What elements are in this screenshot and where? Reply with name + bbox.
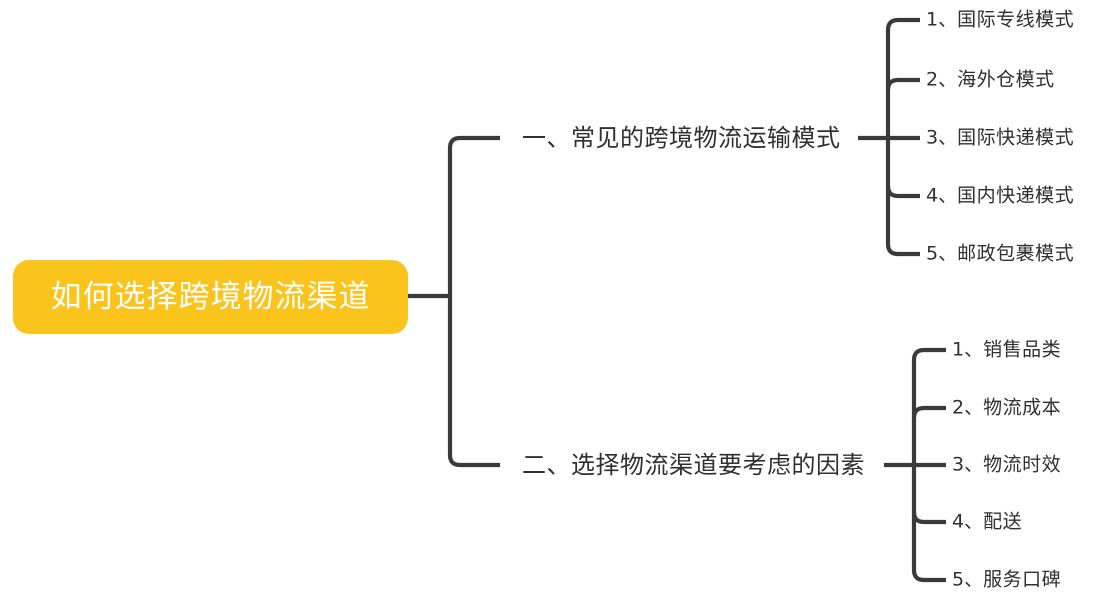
leaf-node-1-4-index: 4、	[926, 184, 958, 207]
branch-node-2[interactable]: 二、选择物流渠道要考虑的因素	[522, 453, 865, 477]
connector-root-to-branch-2	[447, 296, 500, 468]
leaf-node-2-5[interactable]: 5、服务口碑	[952, 568, 1062, 591]
leaf-node-1-3[interactable]: 3、国际快递模式	[926, 126, 1075, 149]
leaf-node-2-2[interactable]: 2、物流成本	[952, 396, 1062, 419]
leaf-node-1-2[interactable]: 2、海外仓模式	[926, 68, 1055, 91]
leaf-node-2-3-index: 3、	[952, 453, 984, 476]
connector-branch-1-child-4	[885, 185, 920, 199]
leaf-node-1-4[interactable]: 4、国内快递模式	[926, 184, 1075, 207]
leaf-node-2-4[interactable]: 4、配送	[952, 510, 1023, 533]
leaf-node-1-4-label: 国内快递模式	[957, 184, 1075, 207]
leaf-node-2-2-index: 2、	[952, 396, 984, 419]
connector-branch-2-child-5	[911, 465, 946, 583]
leaf-node-1-5-index: 5、	[926, 242, 958, 265]
leaf-node-2-3-label: 物流时效	[983, 453, 1062, 476]
connector-branch-1-child-2	[885, 77, 920, 91]
leaf-node-2-1-label: 销售品类	[983, 338, 1062, 361]
leaf-node-1-1[interactable]: 1、国际专线模式	[926, 8, 1075, 31]
leaf-node-2-1[interactable]: 1、销售品类	[952, 338, 1062, 361]
connector-root-to-branch-1	[447, 135, 500, 296]
connector-branch-2-child-1	[911, 347, 946, 465]
connector-branch-1-child-1	[885, 17, 920, 138]
leaf-node-2-2-label: 物流成本	[983, 396, 1062, 419]
leaf-node-1-3-label: 国际快递模式	[957, 126, 1075, 149]
branch-node-2-label: 二、选择物流渠道要考虑的因素	[522, 451, 865, 479]
leaf-node-1-5[interactable]: 5、邮政包裹模式	[926, 242, 1075, 265]
branch-node-1-label: 一、常见的跨境物流运输模式	[522, 124, 841, 152]
root-node[interactable]: 如何选择跨境物流渠道	[13, 260, 408, 334]
leaf-node-1-2-label: 海外仓模式	[957, 68, 1055, 91]
leaf-node-1-1-index: 1、	[926, 8, 958, 31]
leaf-node-2-4-index: 4、	[952, 510, 984, 533]
leaf-node-2-3[interactable]: 3、物流时效	[952, 453, 1062, 476]
leaf-node-1-3-index: 3、	[926, 126, 958, 149]
leaf-node-2-5-label: 服务口碑	[983, 568, 1062, 591]
leaf-node-1-1-label: 国际专线模式	[957, 8, 1075, 31]
leaf-node-2-4-label: 配送	[983, 510, 1023, 533]
root-node-label: 如何选择跨境物流渠道	[50, 278, 371, 315]
branch-node-1[interactable]: 一、常见的跨境物流运输模式	[522, 126, 841, 150]
leaf-node-2-1-index: 1、	[952, 338, 984, 361]
leaf-node-1-5-label: 邮政包裹模式	[957, 242, 1075, 265]
leaf-node-1-2-index: 2、	[926, 68, 958, 91]
connector-branch-1-child-5	[885, 138, 920, 257]
connector-branch-2-child-4	[911, 511, 946, 525]
connector-branch-2-child-2	[911, 405, 946, 419]
leaf-node-2-5-index: 5、	[952, 568, 984, 591]
